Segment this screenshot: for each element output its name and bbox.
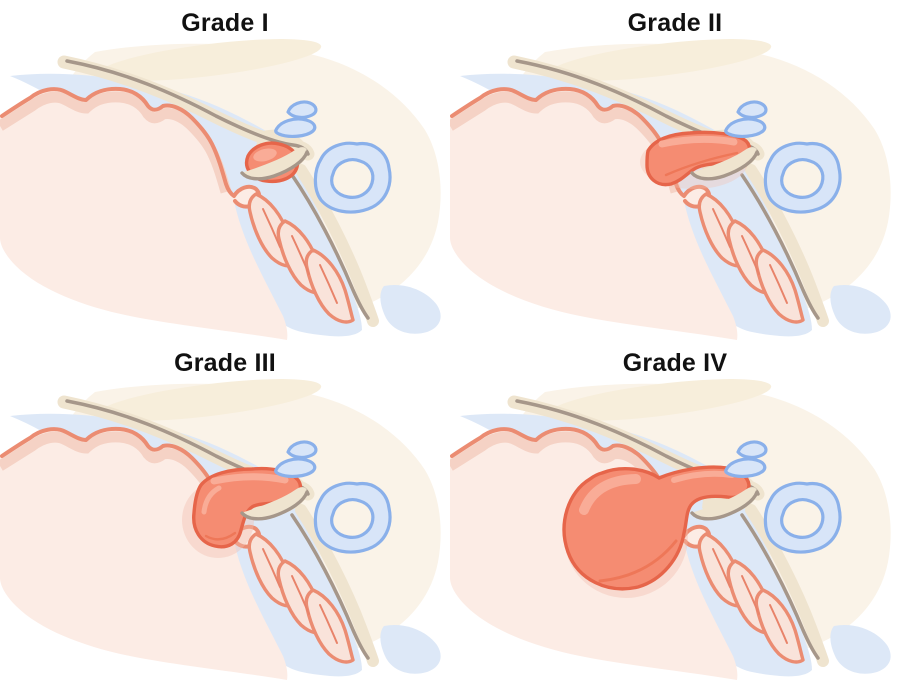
grade-iv-label: Grade IV <box>622 349 728 377</box>
grade-iv-illustration <box>450 340 900 680</box>
grade-i-label: Grade I <box>181 9 269 37</box>
grade-ii-illustration <box>450 0 900 340</box>
panel-grade-iii: Grade III <box>0 340 450 680</box>
grade-iii-label: Grade III <box>174 349 276 377</box>
panel-grade-iv: Grade IV <box>450 340 900 680</box>
panel-grade-ii: Grade II <box>450 0 900 340</box>
grade-iii-illustration <box>0 340 450 680</box>
grade-ii-label: Grade II <box>627 9 723 37</box>
grade-i-illustration <box>0 0 450 340</box>
panel-grade-i: Grade I <box>0 0 450 340</box>
